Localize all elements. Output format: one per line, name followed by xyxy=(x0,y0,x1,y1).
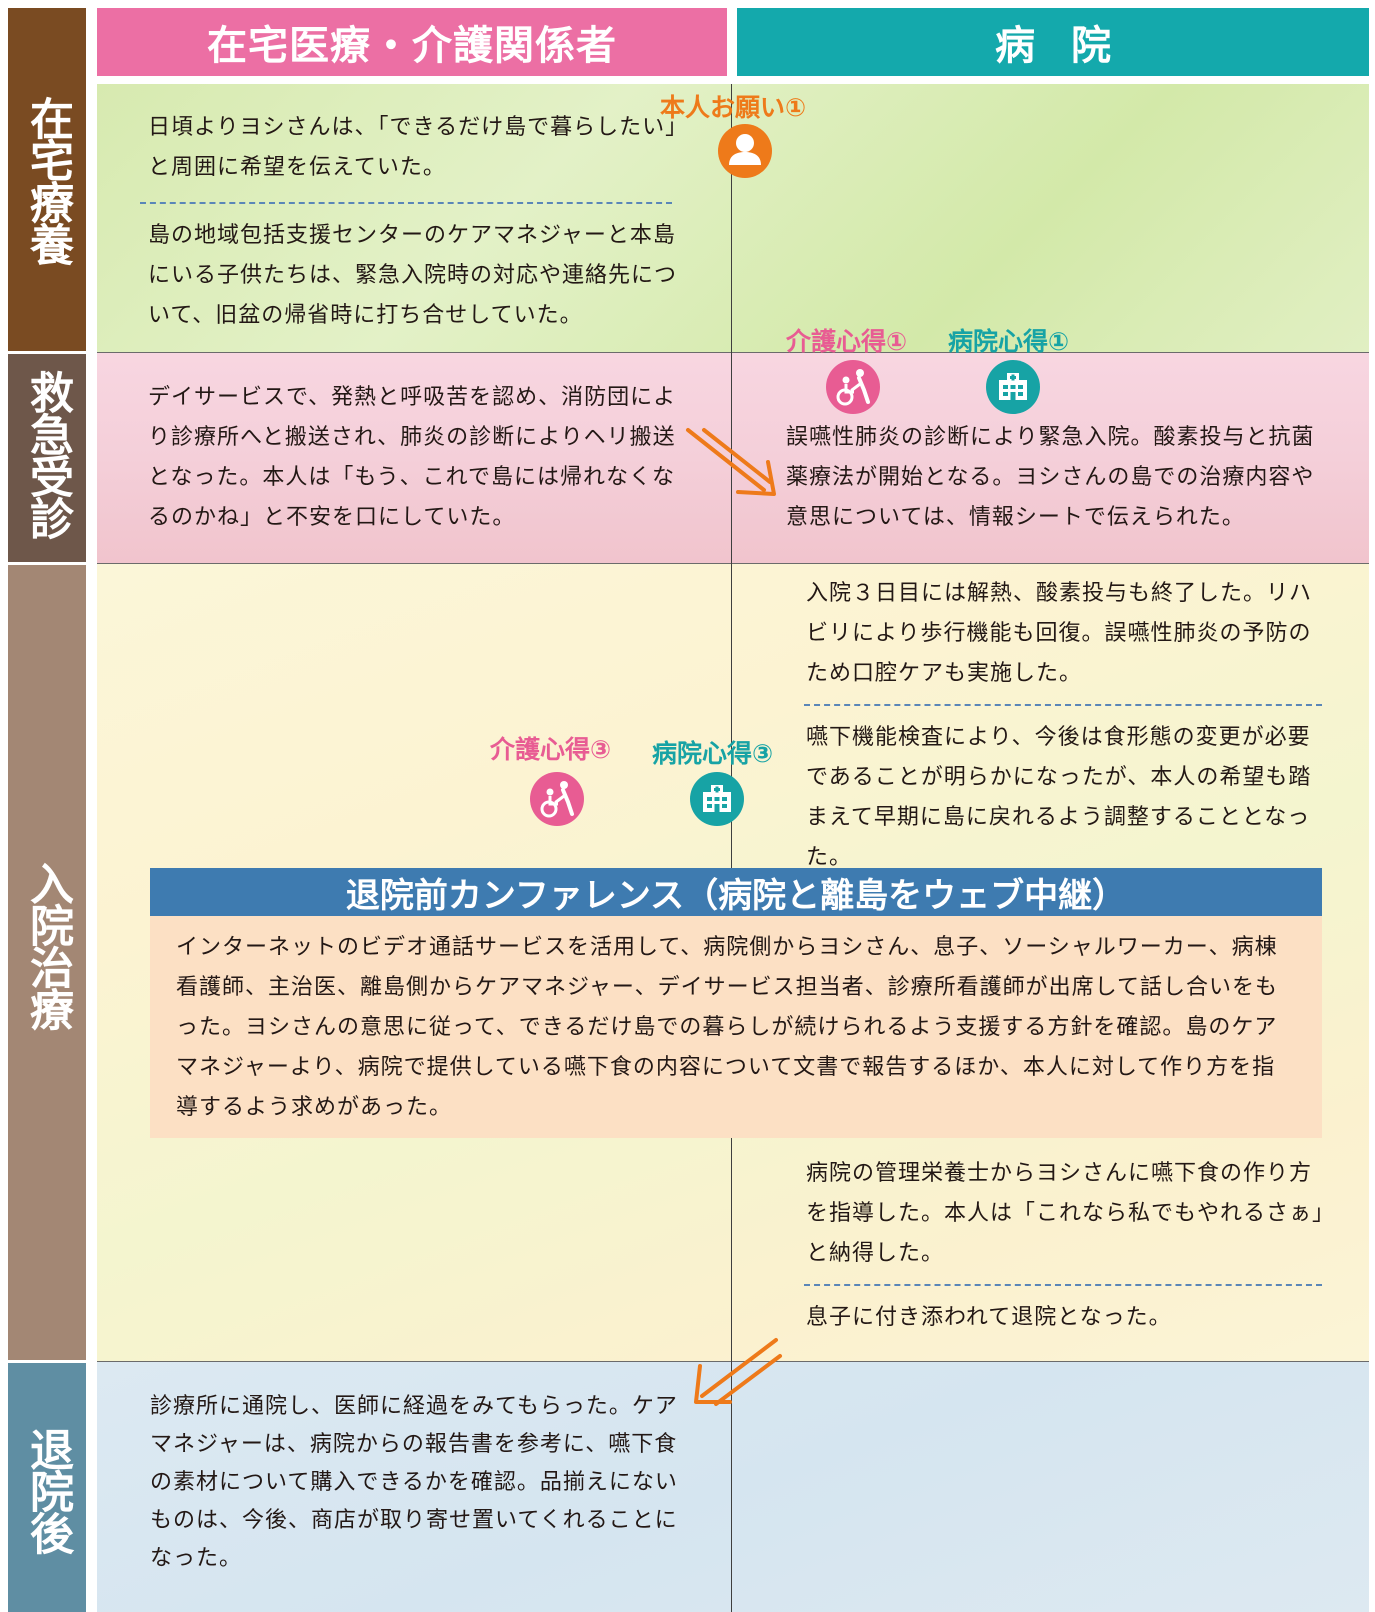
phase-after-discharge: 退院後 xyxy=(8,1363,86,1612)
phase-home-care: 在宅療養 xyxy=(8,8,86,351)
dashed-divider xyxy=(140,202,672,204)
emergency-right-text: 誤嚥性肺炎の診断により緊急入院。酸素投与と抗菌薬療法が開始となる。ヨシさんの島で… xyxy=(786,425,1315,530)
tag-hospital-tip-3: 病院心得③ xyxy=(652,739,774,768)
phase-label-home: 在宅療養 xyxy=(22,96,73,264)
row-emergency xyxy=(97,353,1369,563)
emergency-left-text: デイサービスで、発熱と呼吸苦を認め、消防団により診療所へと搬送され、肺炎の診断に… xyxy=(148,385,677,530)
conference-body: インターネットのビデオ通話サービスを活用して、病院側からヨシさん、息子、ソーシャ… xyxy=(150,916,1322,1138)
header-home-care: 在宅医療・介護関係者 xyxy=(97,8,727,76)
row-divider xyxy=(97,352,1369,353)
hospital-right-text-2: 嚥下機能検査により、今後は食形態の変更が必要であることが明らかになったが、本人の… xyxy=(806,725,1312,870)
phase-label-emergency: 救急受診 xyxy=(22,370,73,538)
row-divider xyxy=(97,563,1369,564)
home-left-text-2: 島の地域包括支援センターのケアマネジャーと本島にいる子供たちは、緊急入院時の対応… xyxy=(148,223,678,328)
tag-hospital-tip-1: 病院心得① xyxy=(948,327,1070,356)
caregiver-wheelchair-icon xyxy=(530,772,584,826)
caregiver-wheelchair-icon xyxy=(826,360,880,414)
dashed-divider xyxy=(804,704,1322,706)
post-left-text: 診療所に通院し、医師に経過をみてもらった。ケアマネジャーは、病院からの報告書を参… xyxy=(150,1394,678,1571)
hospital-right-text-3: 病院の管理栄養士からヨシさんに嚥下食の作り方を指導した。本人は「これなら私でもや… xyxy=(806,1161,1325,1266)
hospital-building-icon xyxy=(986,360,1040,414)
phase-label-after-discharge: 退院後 xyxy=(22,1427,73,1553)
orange-arrow xyxy=(694,1338,782,1406)
home-left-text-1: 日頃よりヨシさんは、「できるだけ島で暮らしたい」と周囲に希望を伝えていた。 xyxy=(148,115,678,180)
conference-title: 退院前カンファレンス（病院と離島をウェブ中継） xyxy=(150,868,1322,916)
row-after-discharge xyxy=(97,1362,1369,1612)
hospital-right-text-1: 入院３日目には解熱、酸素投与も終了した。リハビリにより歩行機能も回復。誤嚥性肺炎… xyxy=(806,581,1313,686)
tag-care-tip-3: 介護心得③ xyxy=(490,735,612,764)
header-hospital: 病院 xyxy=(737,8,1369,76)
center-divider xyxy=(731,84,732,868)
tag-care-tip-1: 介護心得① xyxy=(786,327,908,356)
dashed-divider xyxy=(804,1284,1322,1286)
phase-emergency: 救急受診 xyxy=(8,354,86,562)
phase-label-hospitalization: 入院治療 xyxy=(22,861,73,1029)
orange-arrow xyxy=(686,428,776,496)
person-icon xyxy=(718,124,772,178)
phase-hospitalization: 入院治療 xyxy=(8,565,86,1360)
row-divider xyxy=(97,1361,1369,1362)
hospital-building-icon xyxy=(690,772,744,826)
hospital-right-text-4: 息子に付き添われて退院となった。 xyxy=(806,1305,1172,1330)
tag-patient-wish: 本人お願い① xyxy=(660,93,807,122)
